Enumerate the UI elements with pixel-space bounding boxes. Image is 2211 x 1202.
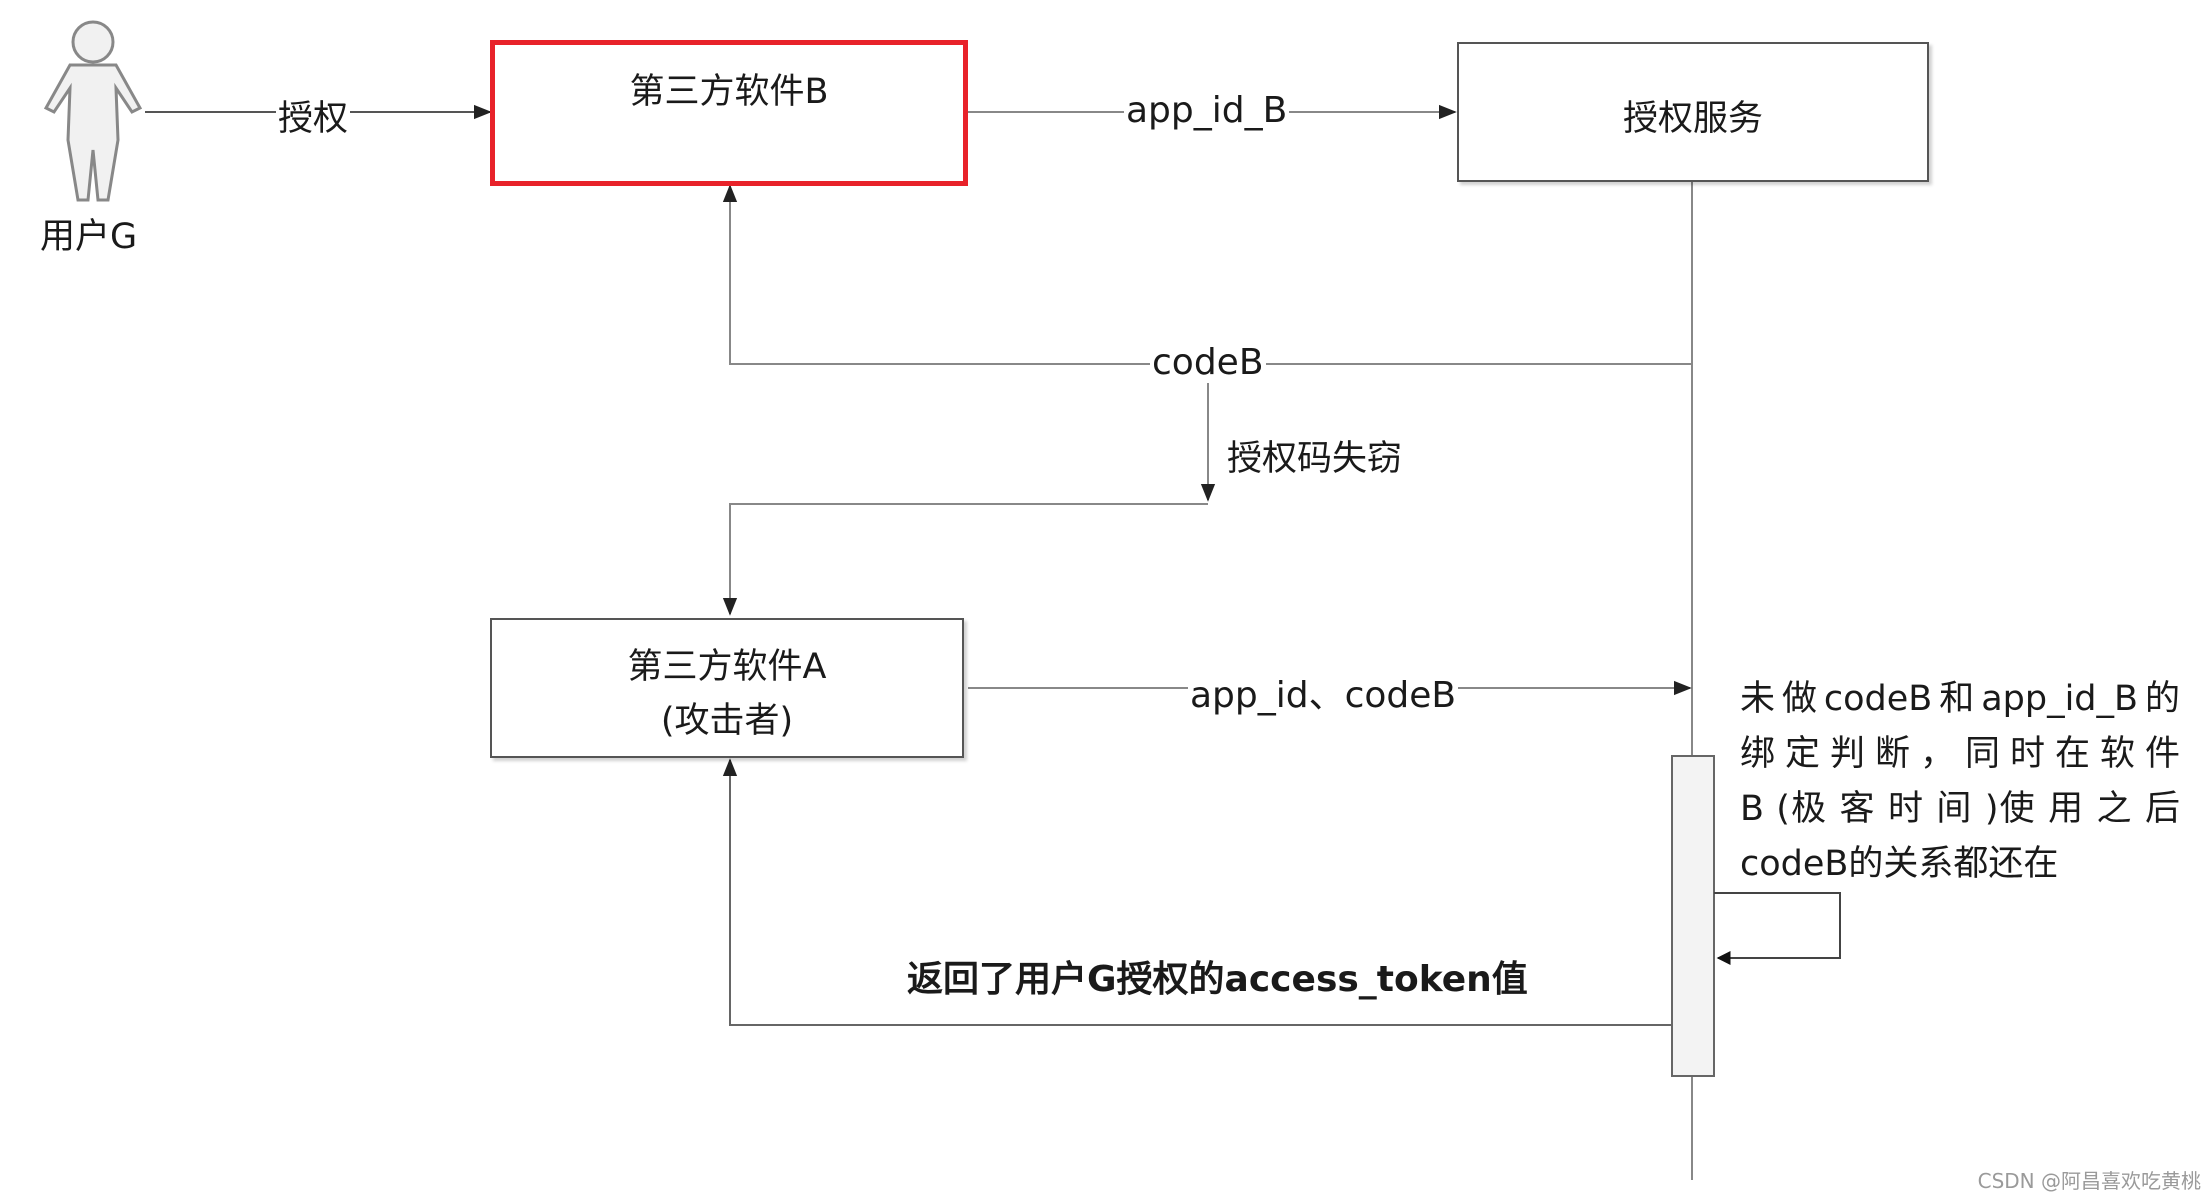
note-line-4: codeB的关系都还在 — [1740, 844, 2059, 884]
edge-app-id-b-label: app_id_B — [1124, 90, 1290, 131]
note-line-3: B (极 客 时 间 )使 用 之 后 — [1740, 789, 2180, 829]
person-icon — [43, 20, 143, 202]
edge-code-b — [722, 184, 1692, 365]
edge-return-token-label: 返回了用户G授权的access_token值 — [907, 959, 1528, 1000]
edge-to-software-a — [722, 503, 1208, 616]
edge-app-id-code-b-label: app_id、codeB — [1188, 666, 1459, 718]
edge-return-token — [722, 758, 1672, 1026]
edge-code-stolen-label: 授权码失窃 — [1227, 439, 1403, 479]
self-call-loop — [1714, 892, 1841, 965]
auth-service-title: 授权服务 — [1622, 99, 1763, 139]
activation-bar — [1671, 755, 1715, 1077]
edge-authorize-label: 授权 — [276, 90, 351, 141]
note-line-1: 未做codeB和app_id_B的 — [1740, 679, 2180, 719]
software-b-title: 第三方软件B — [629, 72, 829, 112]
software-a-subtitle: (攻击者) — [660, 701, 794, 741]
auth-service-box: 授权服务 — [1457, 42, 1929, 182]
watermark: CSDN @阿昌喜欢吃黄桃 — [1977, 1169, 2201, 1193]
note-line-2: 绑定判断，同时在软件 — [1740, 734, 2180, 774]
software-b-box: 第三方软件B — [490, 40, 968, 186]
user-g-label: 用户G — [40, 217, 138, 257]
binding-note: 未做codeB和app_id_B的 绑定判断，同时在软件 B (极 客 时 间 … — [1740, 672, 2180, 892]
software-a-title: 第三方软件A — [627, 647, 827, 687]
software-a-box: 第三方软件A (攻击者) — [490, 618, 964, 758]
edge-code-b-label: codeB — [1150, 342, 1266, 383]
